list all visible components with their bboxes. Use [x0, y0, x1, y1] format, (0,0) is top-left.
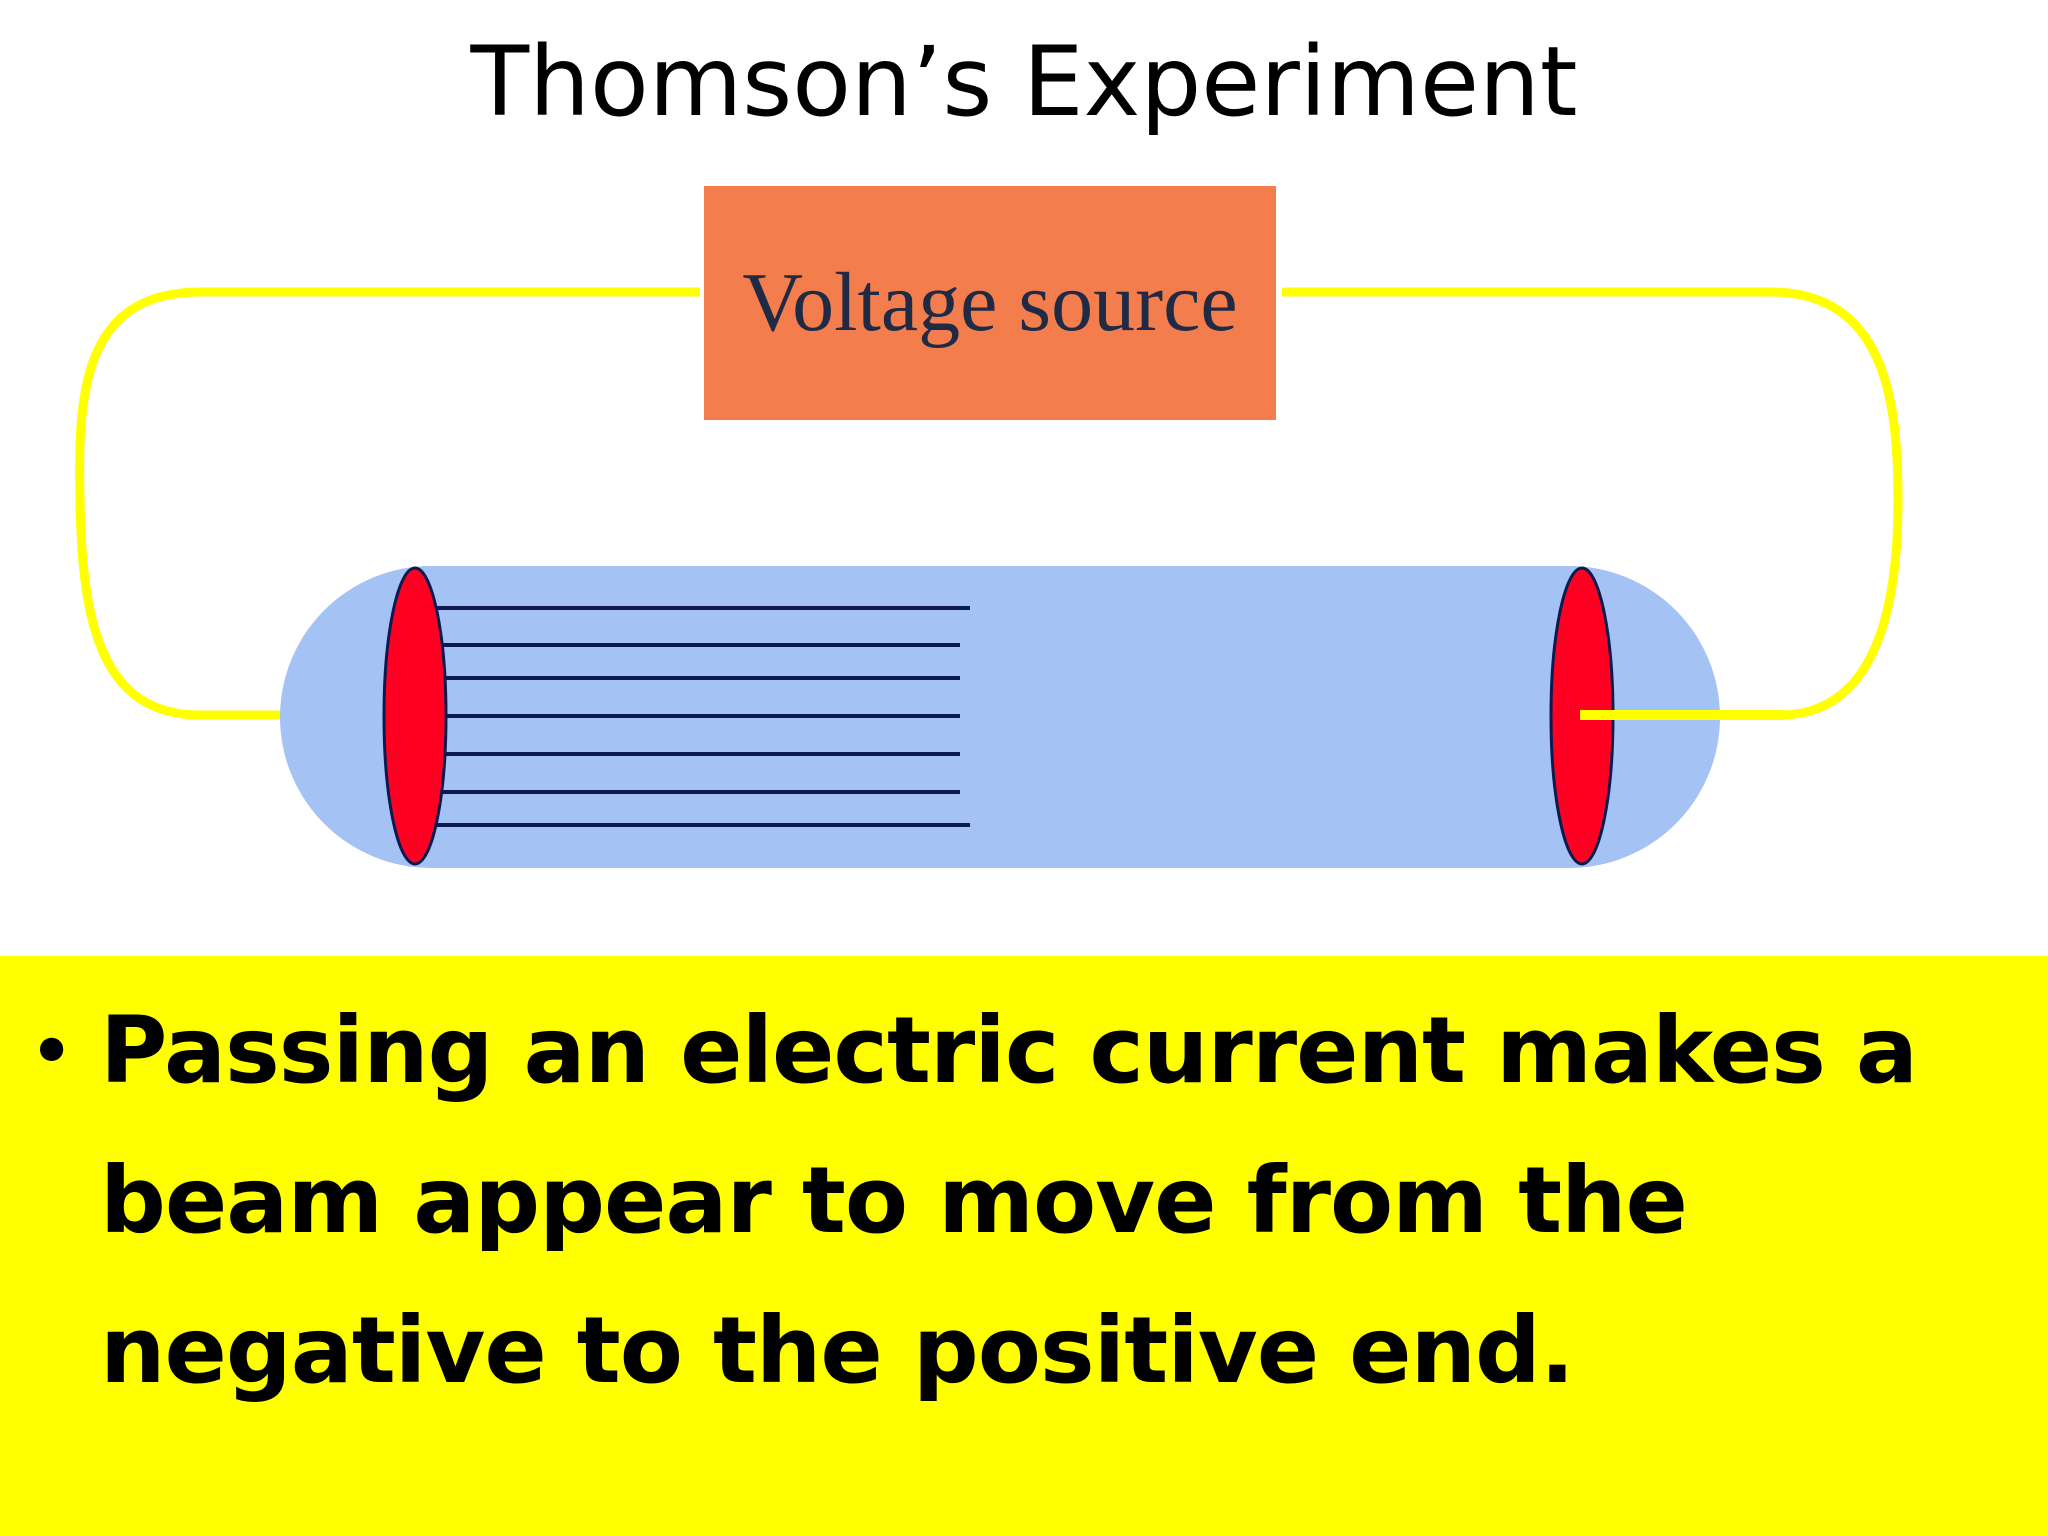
voltage-source-box: Voltage source: [704, 186, 1276, 420]
slide-title: Thomson’s Experiment: [470, 26, 1578, 138]
voltage-source-label: Voltage source: [742, 256, 1238, 349]
wire-left-loop: [75, 287, 395, 720]
cathode-electrode: [382, 566, 448, 866]
bullet-marker: •: [28, 1005, 76, 1098]
wire-right-loop: [1580, 287, 1903, 720]
cathode-beam: [405, 606, 970, 827]
circuit-wires: [75, 287, 1903, 720]
bullet-panel: [0, 956, 2048, 1536]
cathode-ray-diagram: [75, 287, 1903, 868]
bullet-text: Passing an electric current makes a beam…: [100, 997, 1918, 1404]
